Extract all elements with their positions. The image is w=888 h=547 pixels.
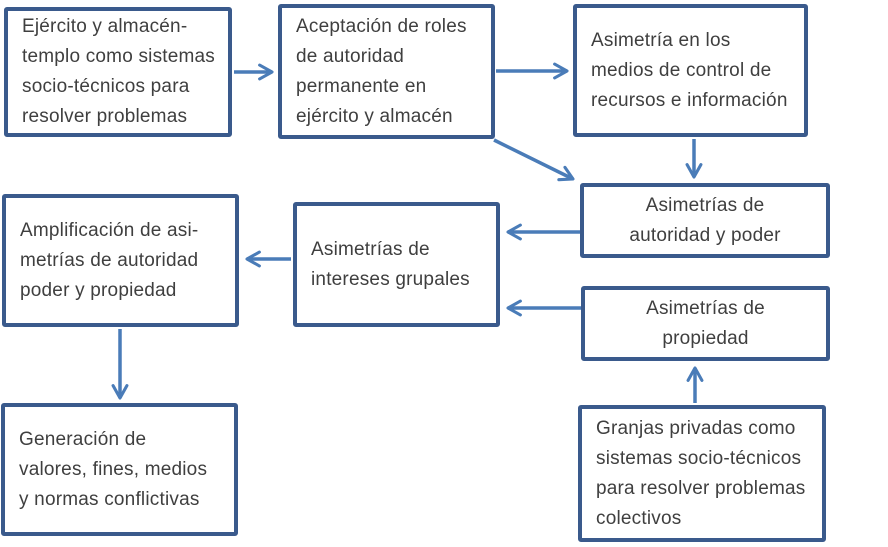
flow-box-asimetrias-autoridad-poder: Asimetrías de autoridad y poder xyxy=(580,183,830,258)
flow-box-asimetrias-propiedad-label: Asimetrías de propiedad xyxy=(646,297,765,349)
flow-box-aceptacion-roles-label: Aceptación de roles de autoridad permane… xyxy=(296,15,467,127)
flow-box-ejercito-almacen: Ejército y almacén- templo como sistemas… xyxy=(4,7,232,137)
flow-box-asimetria-medios-label: Asimetría en los medios de control de re… xyxy=(591,29,788,111)
flow-box-amplificacion-asimetrias: Amplificación de asi- metrías de autorid… xyxy=(2,194,239,327)
flow-box-asimetrias-intereses: Asimetrías de intereses grupales xyxy=(293,202,500,327)
flow-box-amplificacion-asimetrias-label: Amplificación de asi- metrías de autorid… xyxy=(20,219,199,301)
flow-box-asimetrias-intereses-label: Asimetrías de intereses grupales xyxy=(311,238,470,290)
flow-box-granjas-privadas: Granjas privadas como sistemas socio-téc… xyxy=(578,405,826,542)
flow-box-asimetria-medios: Asimetría en los medios de control de re… xyxy=(573,4,808,137)
connector-aceptacion-to-autoridad xyxy=(493,138,575,182)
flow-box-asimetrias-autoridad-poder-label: Asimetrías de autoridad y poder xyxy=(629,194,781,246)
flow-box-asimetrias-propiedad: Asimetrías de propiedad xyxy=(581,286,830,361)
flow-box-generacion-valores-label: Generación de valores, fines, medios y n… xyxy=(19,428,208,510)
flow-box-generacion-valores: Generación de valores, fines, medios y n… xyxy=(1,403,238,536)
flow-box-granjas-privadas-label: Granjas privadas como sistemas socio-téc… xyxy=(596,417,806,529)
flow-box-aceptacion-roles: Aceptación de roles de autoridad permane… xyxy=(278,4,495,139)
flow-box-ejercito-almacen-label: Ejército y almacén- templo como sistemas… xyxy=(22,16,216,127)
